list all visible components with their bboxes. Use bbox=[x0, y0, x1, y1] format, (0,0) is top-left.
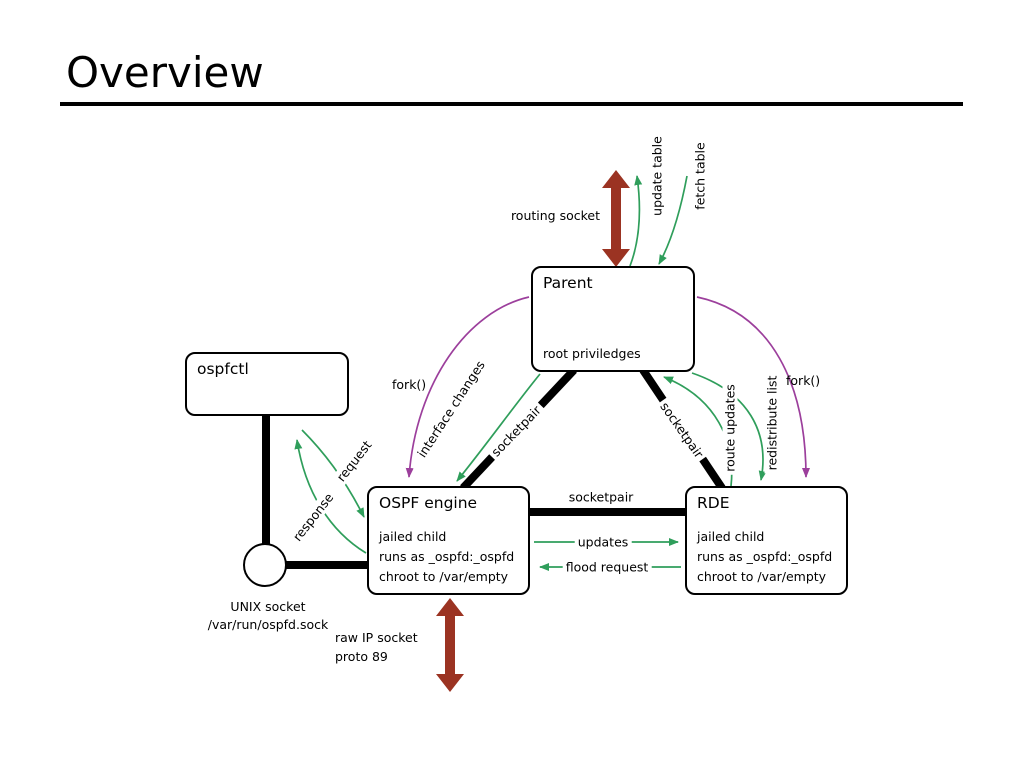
rde-title: RDE bbox=[697, 494, 730, 512]
fork-left-arrow bbox=[405, 296, 530, 478]
fetch-table-label: fetch table bbox=[692, 142, 708, 210]
unix-socket-label-line2: /var/run/ospfd.sock bbox=[207, 617, 329, 632]
raw-ip-socket-label-line1: raw IP socket bbox=[335, 630, 418, 645]
page-title: Overview bbox=[66, 48, 264, 97]
updates-label: updates bbox=[574, 534, 632, 550]
interface-changes-arrow bbox=[456, 373, 541, 482]
rde-line: chroot to /var/empty bbox=[697, 569, 827, 584]
ospf-engine-line: runs as _ospfd:_ospfd bbox=[379, 549, 515, 564]
unix-socket-label-line1: UNIX socket bbox=[230, 599, 306, 614]
routing-socket-arrow bbox=[602, 170, 630, 267]
socketpair-mid-label: socketpair bbox=[568, 489, 634, 505]
parent-title: Parent bbox=[543, 274, 593, 292]
update-table-label: update table bbox=[649, 136, 665, 216]
raw-ip-socket-label-line2: proto 89 bbox=[335, 649, 388, 664]
ospf-engine-box: OSPF engine jailed child runs as _ospfd:… bbox=[367, 486, 530, 595]
unix-socket-node bbox=[243, 543, 287, 587]
route-updates-label: route updates bbox=[722, 381, 738, 475]
ospfctl-box: ospfctl bbox=[185, 352, 349, 416]
rde-line: jailed child bbox=[697, 529, 765, 544]
unix-socket-label: UNIX socket /var/run/ospfd.sock bbox=[208, 598, 329, 634]
fork-left-label: fork() bbox=[392, 377, 427, 392]
ospfctl-title: ospfctl bbox=[197, 360, 249, 378]
fork-right-arrow bbox=[696, 296, 810, 478]
parent-note: root priviledges bbox=[543, 346, 641, 361]
parent-box: Parent root priviledges bbox=[531, 266, 695, 372]
rde-box: RDE jailed child runs as _ospfd:_ospfd c… bbox=[685, 486, 848, 595]
flood-request-label: flood request bbox=[562, 559, 652, 575]
redistribute-list-arrow bbox=[691, 372, 767, 481]
fork-right-label: fork() bbox=[786, 373, 821, 388]
update-table-arrow bbox=[629, 175, 643, 267]
routing-socket-label: routing socket bbox=[510, 208, 600, 223]
ospf-engine-title: OSPF engine bbox=[379, 494, 478, 512]
title-underline bbox=[60, 102, 963, 106]
ospf-engine-line: jailed child bbox=[379, 529, 447, 544]
raw-ip-socket-arrow bbox=[436, 598, 464, 692]
ospf-engine-line: chroot to /var/empty bbox=[379, 569, 509, 584]
rde-line: runs as _ospfd:_ospfd bbox=[697, 549, 833, 564]
redistribute-list-label: redistribute list bbox=[764, 372, 780, 474]
raw-ip-socket-label: raw IP socket proto 89 bbox=[335, 628, 418, 666]
fetch-table-arrow bbox=[658, 175, 688, 265]
